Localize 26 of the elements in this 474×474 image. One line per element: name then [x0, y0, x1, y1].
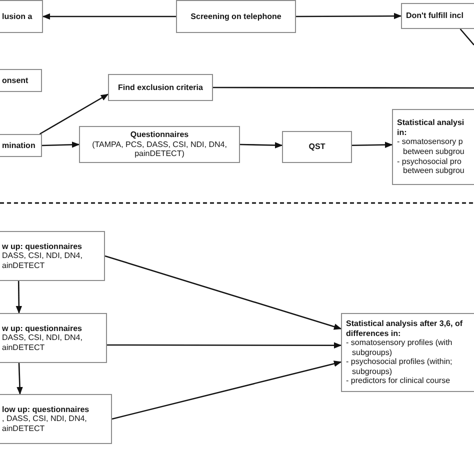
process-box: Don't fulfill incl [401, 3, 474, 29]
process-box: Statistical analysis after 3,6, of differences in: - somatosensory profiles (with subgroups) - psychosocial profiles (within; subgroups) - predictors for clinical course [341, 313, 474, 392]
arrow [42, 142, 80, 148]
arrow [16, 281, 22, 314]
connector-line [213, 86, 474, 89]
process-box: w up: questionnaires DASS, CSI, NDI, DN4, ainDETECT [0, 231, 105, 281]
arrow [16, 362, 23, 395]
process-box: Screening on telephone [176, 0, 296, 33]
arrow [107, 342, 342, 348]
process-box: Find exclusion criteria [108, 74, 213, 101]
arrow [240, 142, 283, 148]
arrow [104, 255, 342, 330]
process-box: Statistical analysi in: - somatosensory p between subgrou - psychosocial pro between subgrou [392, 109, 474, 185]
process-box: onsent [0, 69, 42, 92]
arrow [39, 94, 109, 135]
process-box: QST [282, 131, 352, 163]
process-box: w up: questionnaires DASS, CSI, NDI, DN4, ainDETECT [0, 313, 107, 363]
arrow [296, 12, 402, 20]
arrow [42, 13, 176, 20]
process-box: mination [0, 134, 42, 157]
process-box: Questionnaires (TAMPA, PCS, DASS, CSI, NDI, DN4, painDETECT) [79, 126, 240, 163]
arrow [352, 142, 393, 148]
process-box: lusion a [0, 0, 43, 33]
process-box: low up: questionnaires , DASS, CSI, NDI, DN4, ainDETECT [0, 394, 112, 444]
arrow [112, 360, 342, 420]
connector-line [460, 28, 474, 46]
